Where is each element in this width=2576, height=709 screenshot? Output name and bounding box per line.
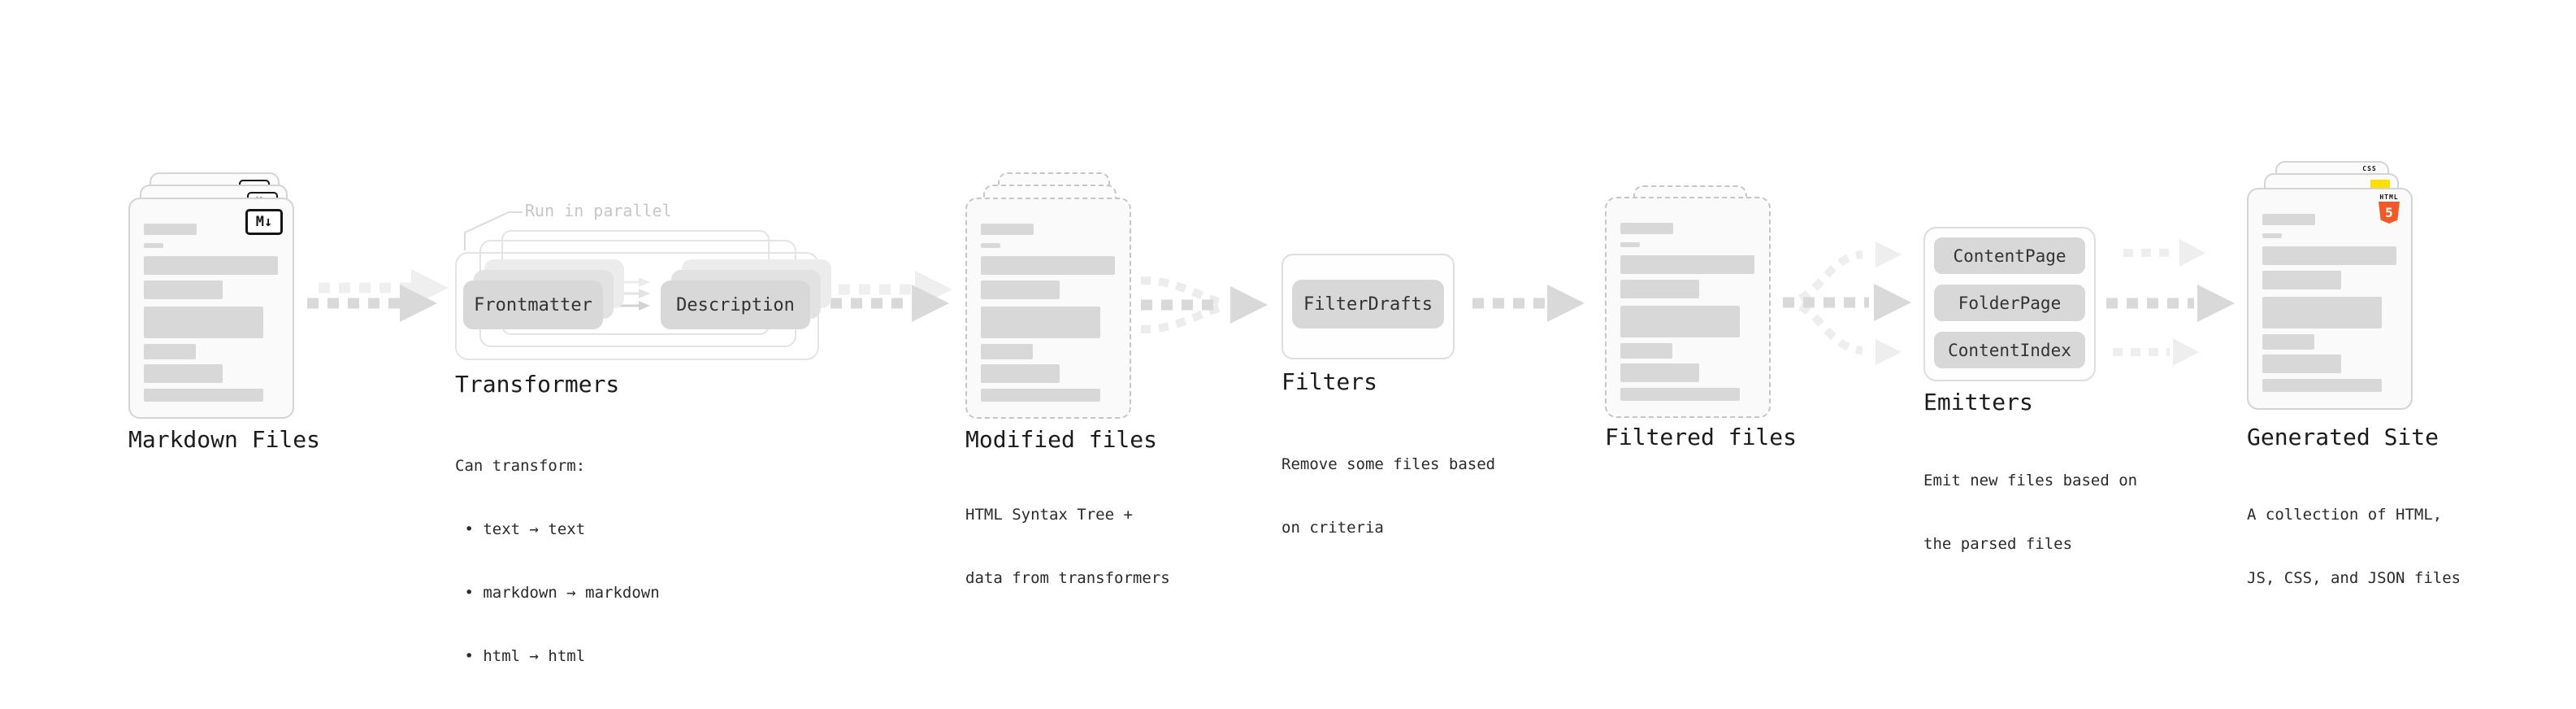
arrow-filtered-to-emitters-fan	[1782, 241, 1911, 365]
transformers-description: Can transform: • text → text • markdown …	[455, 413, 660, 709]
arrow-emitters-to-site-middle	[2106, 285, 2235, 322]
text-line-bar	[2262, 297, 2382, 328]
text-line-bar	[981, 307, 1100, 338]
stage-title-emitters: Emitters	[1923, 389, 2033, 415]
text-line-bar	[1620, 223, 1673, 234]
emitters-subtitle: Emit new files based on the parsed files	[1923, 428, 2137, 597]
text-line-bar	[981, 256, 1115, 275]
html5-icon-number: 5	[2385, 205, 2393, 220]
arrow-transformers-to-modified-ghost	[839, 271, 952, 308]
subtitle-line: the parsed files	[1923, 535, 2073, 553]
text-line-bar	[144, 281, 223, 299]
text-line-bar	[981, 281, 1060, 299]
contentindex-pill: ContentIndex	[1934, 332, 2085, 368]
subtitle-line: Emit new files based on	[1923, 472, 2138, 489]
subtitle-line: HTML Syntax Tree +	[965, 506, 1133, 524]
stage-title-filters: Filters	[1281, 368, 1378, 395]
site-file-card-html: HTML 5	[2247, 188, 2413, 410]
subtitle-line: data from transformers	[965, 569, 1170, 587]
filterdrafts-pill: FilterDrafts	[1292, 280, 1444, 328]
filters-subtitle: Remove some files based on criteria	[1281, 411, 1495, 581]
modified-files-subtitle: HTML Syntax Tree + data from transformer…	[965, 462, 1170, 631]
text-line-bar	[1620, 255, 1754, 274]
text-line-bar	[981, 243, 1000, 248]
arrow-transformers-to-modified	[830, 285, 949, 322]
arrow-markdown-to-transformers-ghost	[319, 269, 449, 307]
text-line-bar	[2262, 246, 2396, 265]
text-line-bar	[144, 243, 163, 248]
desc-line: • markdown → markdown	[455, 584, 660, 602]
css-icon-label: CSS	[2362, 165, 2377, 172]
markdown-icon: M↓	[245, 209, 283, 235]
text-line-bar	[2262, 214, 2315, 225]
text-line-bar	[2262, 271, 2341, 289]
desc-line: Can transform:	[455, 457, 586, 475]
subtitle-line: on criteria	[1281, 519, 1384, 537]
markdown-file-card: M↓	[128, 198, 294, 419]
html5-icon-label: HTML	[2379, 194, 2399, 201]
run-in-parallel-note: Run in parallel	[525, 201, 672, 220]
desc-line: • html → html	[455, 647, 586, 665]
arrow-markdown-to-transformers	[307, 285, 437, 322]
stage-title-modified-files: Modified files	[965, 426, 1158, 453]
text-line-bar	[144, 307, 263, 338]
text-line-bar	[981, 224, 1034, 235]
text-line-bar	[981, 344, 1033, 359]
text-line-bar	[144, 344, 196, 359]
text-line-bar	[1620, 363, 1699, 382]
arrow-emitters-to-site-bottom	[2113, 338, 2199, 366]
subtitle-line: JS, CSS, and JSON files	[2247, 569, 2461, 587]
filtered-file-card	[1605, 197, 1771, 418]
description-pill: Description	[661, 281, 810, 329]
text-line-bar	[2262, 379, 2382, 392]
html5-icon: HTML 5	[2377, 194, 2401, 224]
stage-title-transformers: Transformers	[455, 371, 620, 398]
text-line-bar	[1620, 306, 1740, 337]
js-icon	[2370, 180, 2390, 189]
stage-title-filtered-files: Filtered files	[1605, 424, 1798, 450]
html5-icon-shield: 5	[2379, 202, 2400, 224]
generated-site-subtitle: A collection of HTML, JS, CSS, and JSON …	[2247, 462, 2461, 631]
frontmatter-pill: Frontmatter	[463, 281, 603, 329]
text-line-bar	[1620, 388, 1740, 401]
text-line-bar	[144, 364, 223, 383]
text-line-bar	[981, 389, 1100, 402]
pipeline-canvas: { "stages": { "markdown": { "title": "Ma…	[128, 161, 2461, 665]
text-line-bar	[1620, 343, 1672, 359]
text-line-bar	[1620, 280, 1699, 298]
text-line-bar	[1620, 242, 1640, 247]
text-line-bar	[144, 256, 278, 275]
arrow-modified-to-filters-merge	[1140, 276, 1268, 333]
text-line-bar	[2262, 334, 2314, 350]
text-line-bar	[981, 364, 1060, 383]
text-line-bar	[2262, 354, 2341, 373]
subtitle-line: Remove some files based	[1281, 455, 1496, 473]
subtitle-line: A collection of HTML,	[2247, 506, 2443, 524]
contentpage-pill: ContentPage	[1934, 237, 2085, 274]
stage-title-markdown-files: Markdown Files	[128, 426, 321, 453]
desc-line: • text → text	[455, 520, 586, 538]
stage-title-generated-site: Generated Site	[2247, 424, 2439, 450]
arrow-emitters-to-site-top	[2123, 239, 2205, 267]
folderpage-pill: FolderPage	[1934, 285, 2085, 321]
text-line-bar	[144, 389, 263, 402]
text-line-bar	[2262, 233, 2282, 238]
modified-file-card	[965, 198, 1131, 419]
arrow-filters-to-filtered	[1472, 285, 1585, 322]
text-line-bar	[144, 224, 197, 235]
